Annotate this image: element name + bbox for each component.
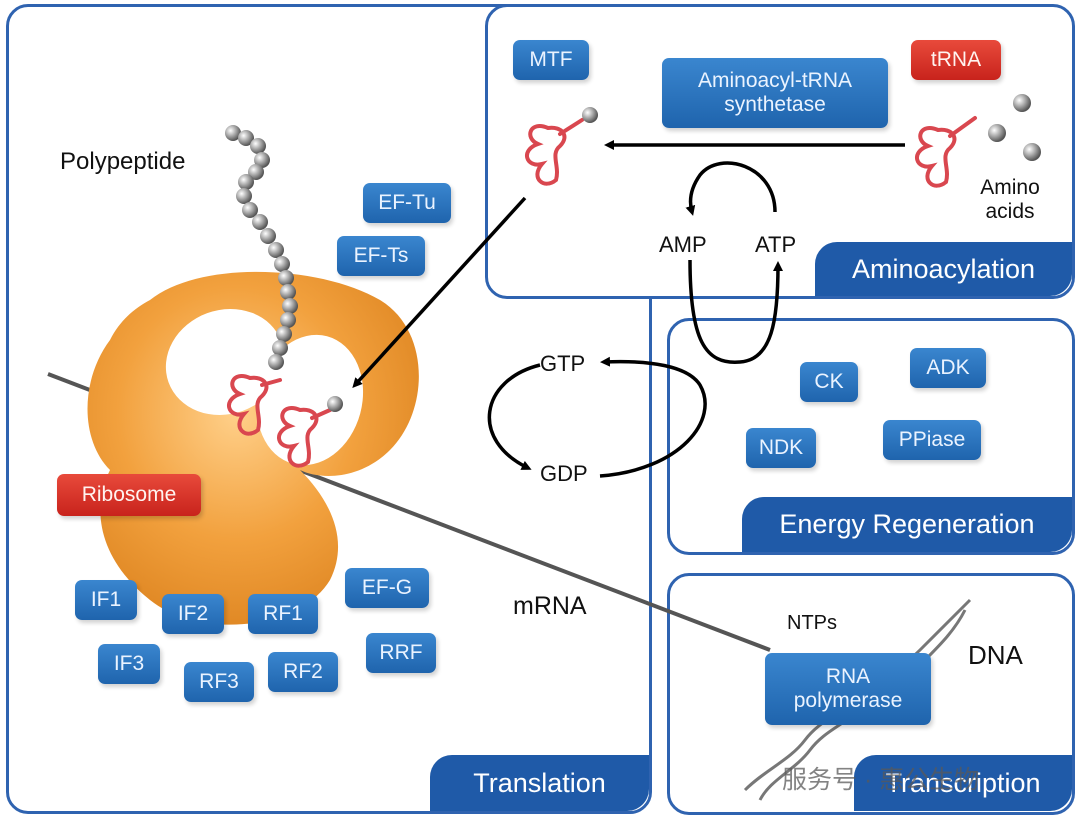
polypeptide-bead: [252, 214, 268, 230]
ribosome-shape: [87, 271, 419, 625]
polypeptide-bead: [250, 138, 266, 154]
polypeptide-bead: [274, 256, 290, 272]
ef-ts-chip: EF-Ts: [337, 236, 425, 276]
dna-label: DNA: [968, 640, 1023, 670]
polypeptide-bead: [276, 326, 292, 342]
polypeptide-bead: [260, 228, 276, 244]
polypeptide-bead: [236, 188, 252, 204]
rf3-chip: RF3: [184, 662, 254, 702]
polypeptide-bead: [272, 340, 288, 356]
trna-p-site-icon: [227, 374, 282, 436]
mtf-chip: MTF: [513, 40, 589, 80]
ef-tu-chip: EF-Tu: [363, 183, 451, 223]
ribosome-chip: Ribosome: [57, 474, 201, 516]
polypeptide-bead: [225, 125, 241, 141]
polypeptide-chain: [225, 125, 298, 370]
if1-chip: IF1: [75, 580, 137, 620]
polypeptide-bead: [254, 152, 270, 168]
aminoacylation-section-label: Aminoacylation: [815, 242, 1072, 296]
ck-chip: CK: [800, 362, 858, 402]
trna-a-site-icon: [277, 406, 332, 468]
ntps-label: NTPs: [787, 612, 837, 634]
trna-chip: tRNA: [911, 40, 1001, 80]
cycle-atp-amp: [685, 161, 777, 216]
cycle-gdp-gtp: [599, 356, 707, 478]
polypeptide-bead: [280, 284, 296, 300]
polypeptide-bead: [248, 164, 264, 180]
translation-section-label: Translation: [430, 755, 649, 811]
polypeptide-label: Polypeptide: [60, 148, 186, 175]
trna-free-icon: [915, 116, 977, 188]
energy-regeneration-section-label: Energy Regeneration: [742, 497, 1072, 552]
rf2-chip: RF2: [268, 652, 338, 692]
transcription-section-label: Transcription: [854, 755, 1072, 811]
polypeptide-bead: [278, 270, 294, 286]
cycle-gtp-gdp: [487, 363, 541, 470]
polypeptide-bead: [242, 202, 258, 218]
amp-label: AMP: [659, 232, 707, 257]
amino-acids-label: Amino acids: [980, 176, 1040, 224]
if3-chip: IF3: [98, 644, 160, 684]
polypeptide-bead: [268, 354, 284, 370]
trna-mtf-icon: [525, 118, 584, 186]
gtp-label: GTP: [540, 351, 586, 376]
mrna-label: mRNA: [513, 592, 587, 620]
synthetase-chip: Aminoacyl-tRNA synthetase: [662, 58, 888, 128]
rna-polymerase-chip: RNA polymerase: [765, 653, 931, 725]
arrow-mtf-to-ribosome: [352, 196, 527, 388]
cycle-energy-atp: [688, 259, 783, 364]
gdp-label: GDP: [540, 461, 588, 486]
ef-g-chip: EF-G: [345, 568, 429, 608]
watermark-text: 服务号 · 惠公生物: [782, 766, 980, 794]
if2-chip: IF2: [162, 594, 224, 634]
polypeptide-bead: [268, 242, 284, 258]
rf1-chip: RF1: [248, 594, 318, 634]
polypeptide-bead: [282, 298, 298, 314]
ppiase-chip: PPiase: [883, 420, 981, 460]
polypeptide-bead: [238, 174, 254, 190]
atp-label: ATP: [755, 232, 797, 257]
polypeptide-bead: [280, 312, 296, 328]
rrf-chip: RRF: [366, 633, 436, 673]
ndk-chip: NDK: [746, 428, 816, 468]
polypeptide-bead: [238, 130, 254, 146]
adk-chip: ADK: [910, 348, 986, 388]
